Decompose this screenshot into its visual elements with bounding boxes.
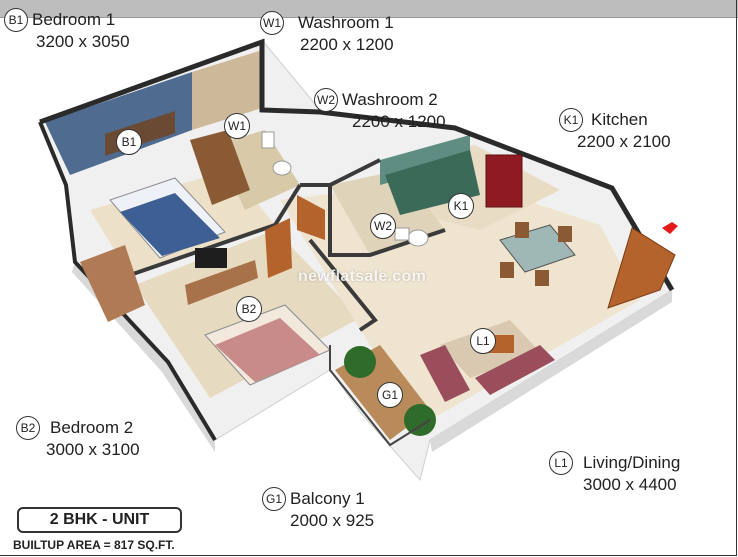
room-name: Kitchen: [591, 110, 648, 129]
marker-b2: B2: [236, 296, 262, 322]
toilet-1: [272, 160, 292, 176]
wall-bedroom-1: [45, 72, 192, 175]
legend-badge: K1: [559, 108, 583, 132]
room-name: Bedroom 2: [50, 418, 134, 437]
legend-living-dining: L1 Living/Dining 3000 x 4400: [549, 451, 680, 495]
unit-type-label: 2 BHK - UNIT: [17, 507, 182, 533]
wardrobe-1: [190, 130, 250, 205]
marker-l1: L1: [470, 328, 496, 354]
marker-g1: G1: [377, 382, 403, 408]
dining-chair-4: [515, 222, 529, 238]
toilet-2: [407, 229, 429, 247]
wall-washroom-1: [192, 50, 262, 130]
red-arrow-icon: [662, 222, 678, 234]
balcony-railing: [329, 345, 431, 447]
washbasin-2: [394, 227, 410, 241]
room-name: Washroom 1: [298, 13, 394, 32]
builtup-area-label: BUILTUP AREA = 817 SQ.FT.: [13, 538, 175, 552]
bed-1-cover: [120, 193, 220, 256]
room-name: Balcony 1: [290, 489, 365, 508]
wall-top-left: [38, 121, 217, 442]
top-bar: [0, 0, 738, 18]
wall-partition-1: [129, 183, 302, 277]
room-name: Bedroom 1: [32, 10, 116, 29]
door-bedroom-1: [265, 218, 292, 278]
marker-w1: W1: [224, 113, 250, 139]
legend-washroom-1: W1 Washroom 1 2200 x 1200: [260, 11, 394, 55]
legend-badge: W1: [260, 11, 284, 35]
room-dims: 3000 x 4400: [583, 475, 677, 494]
plant-1: [344, 346, 376, 378]
marker-k1: K1: [448, 193, 474, 219]
watermark-text: newflatsale.com: [298, 268, 427, 285]
plan-base-side-right: [430, 290, 672, 452]
tv: [195, 248, 227, 268]
main-door: [607, 227, 676, 309]
bed-2-cover: [215, 318, 320, 382]
legend-badge: B1: [4, 8, 28, 32]
wardrobe-2: [80, 245, 145, 322]
room-dims: 3000 x 3100: [46, 440, 140, 459]
dining-chair-2: [535, 270, 549, 286]
tv-unit: [185, 260, 258, 305]
wall-partition-3: [300, 158, 381, 187]
wall-top-outline: [39, 38, 675, 292]
marker-w2: W2: [370, 213, 396, 239]
wall-partition-4: [308, 238, 378, 332]
legend-bedroom-2: B2 Bedroom 2 3000 x 3100: [16, 416, 140, 460]
sofa-2: [475, 345, 555, 395]
legend-badge: B2: [16, 416, 40, 440]
legend-badge: W2: [314, 88, 338, 112]
room-name: Living/Dining: [583, 453, 681, 472]
legend-badge: G1: [262, 487, 286, 511]
dining-chair-3: [558, 226, 572, 242]
room-dims: 2200 x 1200: [300, 35, 394, 54]
legend-kitchen: K1 Kitchen 2200 x 2100: [559, 108, 671, 152]
washbasin-1: [261, 131, 275, 149]
room-dims: 3200 x 3050: [36, 32, 130, 51]
dining-chair-1: [500, 262, 514, 278]
room-dims: 2200 x 1200: [352, 112, 446, 131]
sofa-1: [420, 345, 470, 402]
marker-b1: B1: [116, 129, 142, 155]
wall-partition-2: [328, 185, 446, 257]
plant-2: [404, 404, 436, 436]
room-dims: 2000 x 925: [290, 511, 375, 530]
room-dims: 2200 x 2100: [577, 132, 671, 151]
room-name: Washroom 2: [342, 90, 438, 109]
door-washroom-1: [297, 195, 325, 240]
legend-badge: L1: [549, 451, 573, 475]
refrigerator: [485, 154, 523, 208]
